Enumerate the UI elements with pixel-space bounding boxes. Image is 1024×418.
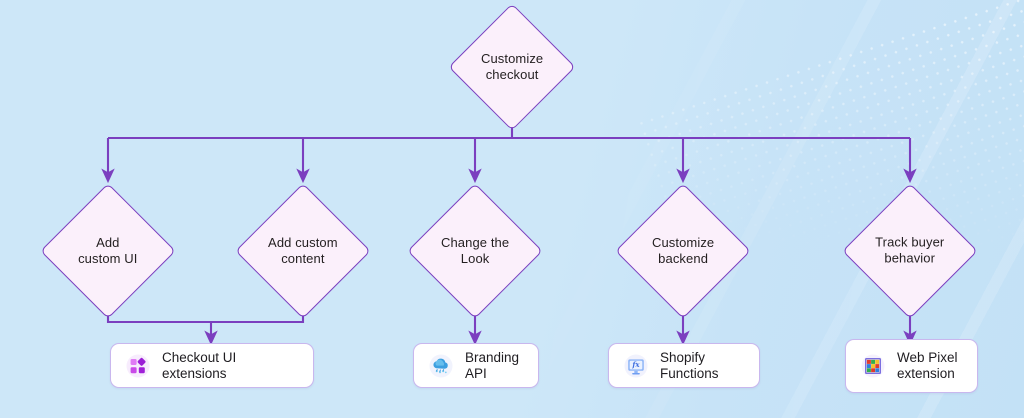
node-track-buyer-behavior[interactable]: Track buyer behavior xyxy=(842,183,978,319)
box-shopify-functions[interactable]: fx Shopify Functions xyxy=(608,343,760,388)
node-add-custom-content[interactable]: Add custom content xyxy=(235,183,371,319)
pixel-grid-icon xyxy=(860,353,886,379)
svg-text:fx: fx xyxy=(631,360,640,369)
extensions-grid-icon xyxy=(125,353,151,379)
box-checkout-ui-extensions[interactable]: Checkout UI extensions xyxy=(110,343,314,388)
node-customize-backend-label: Customize backend xyxy=(651,235,715,266)
node-customize-checkout[interactable]: Customize checkout xyxy=(448,3,576,131)
node-add-custom-ui[interactable]: Add custom UI xyxy=(40,183,176,319)
node-customize-backend[interactable]: Customize backend xyxy=(615,183,751,319)
node-change-the-look[interactable]: Change the Look xyxy=(407,183,543,319)
box-shopify-functions-label: Shopify Functions xyxy=(660,349,719,381)
box-branding-api[interactable]: Branding API xyxy=(413,343,539,388)
box-web-pixel-extension-label: Web Pixel extension xyxy=(897,350,958,381)
node-add-custom-content-label: Add custom content xyxy=(268,235,338,266)
box-checkout-ui-extensions-label: Checkout UI extensions xyxy=(162,349,237,381)
node-add-custom-ui-label: Add custom UI xyxy=(78,234,138,266)
node-customize-checkout-label: Customize checkout xyxy=(480,51,544,82)
box-web-pixel-extension[interactable]: Web Pixel extension xyxy=(845,339,978,393)
box-branding-api-label: Branding API xyxy=(465,349,520,381)
monitor-function-icon: fx xyxy=(623,353,649,379)
node-change-the-look-label: Change the Look xyxy=(440,234,510,266)
cloud-rain-icon xyxy=(428,353,454,379)
node-track-buyer-behavior-label: Track buyer behavior xyxy=(875,235,945,266)
